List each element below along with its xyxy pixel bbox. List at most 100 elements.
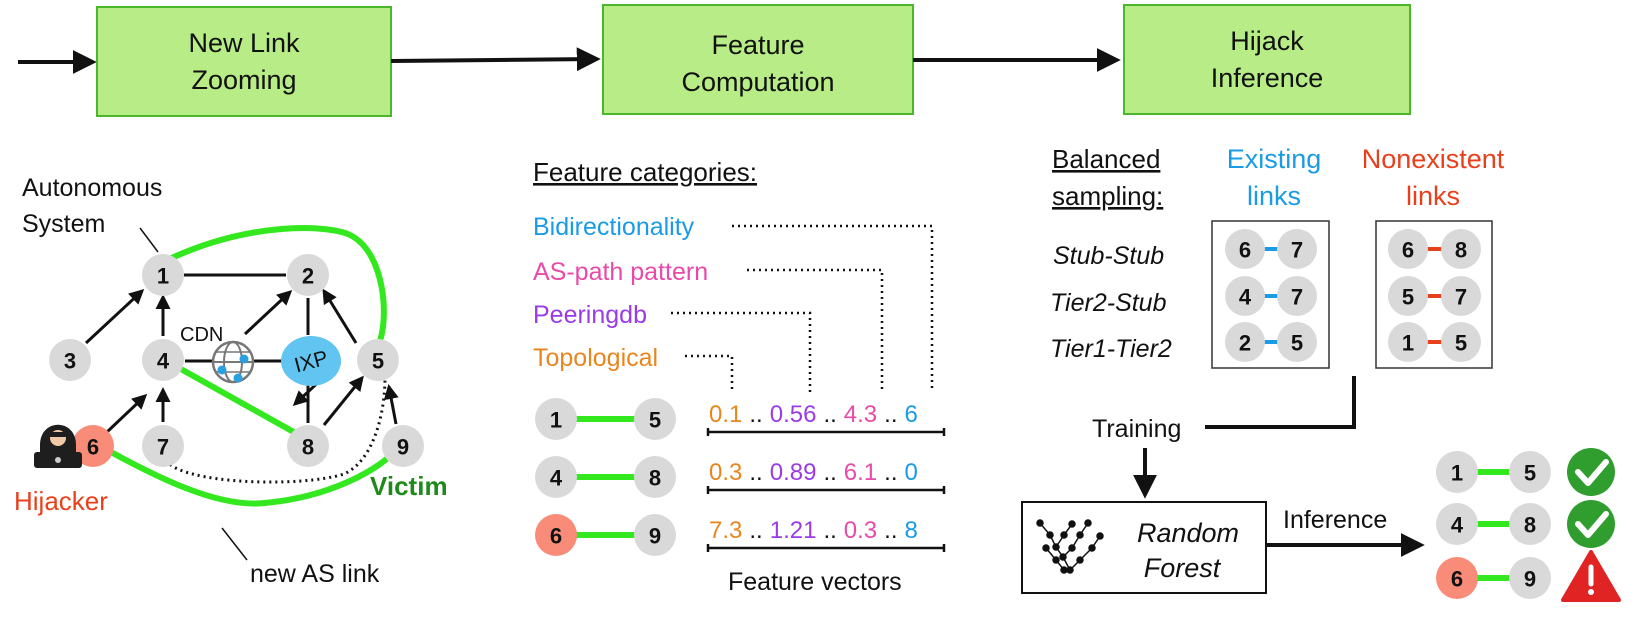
feature-separator: .. (749, 401, 762, 428)
nonexistent-pair-node-a (1388, 276, 1428, 316)
feature-value-v4: 6 (905, 401, 918, 428)
balanced-line1: Balanced (1052, 144, 1160, 174)
green-link-1-5 (161, 225, 387, 348)
check-icon (1567, 448, 1615, 496)
type-tier1-tier2: Tier1-Tier2 (1050, 335, 1172, 363)
nonexistent-links-box (1375, 220, 1493, 369)
as-node-9 (382, 425, 424, 467)
category-leader-lines (671, 224, 934, 392)
link-8-5 (322, 375, 364, 426)
feature-row-node-b-label: 5 (649, 408, 661, 433)
feature-value-v2: 0.89 (770, 459, 817, 486)
arrow-stage1-to-stage2 (390, 47, 601, 72)
category-bidirectionality: Bidirectionality (533, 213, 695, 241)
nonexistent-pair-node-a-label: 6 (1402, 238, 1414, 263)
as-node-2 (287, 254, 329, 296)
category-topological: Topological (533, 344, 658, 372)
green-link-6-9 (91, 439, 403, 507)
stage-new-link-zooming-box (96, 6, 392, 117)
new-link-label: new AS link (250, 560, 380, 588)
existing-pair-node-a (1225, 229, 1265, 269)
category-peeringdb: Peeringdb (533, 301, 647, 329)
link-6-4 (105, 393, 148, 434)
feature-separator: .. (884, 459, 897, 486)
existing-pair-node-a-label: 4 (1239, 285, 1252, 310)
type-tier2-stub: Tier2-Stub (1050, 289, 1167, 317)
nonexistent-pair-node-a-label: 1 (1402, 331, 1414, 356)
link-3-1 (84, 288, 145, 345)
feature-row-node-a (535, 514, 577, 556)
feature-vector-text: 0.3..0.89..6.1..0 (709, 459, 918, 486)
feature-value-v4: 8 (905, 517, 918, 544)
feature-row-node-a (535, 456, 577, 498)
feature-vector-text: 7.3..1.21..0.3..8 (709, 517, 918, 544)
category-as-path-pattern: AS-path pattern (533, 258, 708, 286)
result-node-b (1509, 503, 1551, 545)
model-line2: Forest (1144, 553, 1222, 583)
as-node-3 (49, 339, 91, 381)
nonexistent-pair-node-b-label: 5 (1455, 331, 1467, 356)
feature-row-node-b-label: 9 (649, 524, 661, 549)
feature-value-v2: 1.21 (770, 517, 817, 544)
green-link-4-8 (161, 356, 310, 443)
stage1-line1: New Link (188, 28, 300, 58)
nonexistent-pair-node-b (1441, 276, 1481, 316)
existing-line2: links (1247, 181, 1301, 211)
existing-links-box (1211, 220, 1330, 369)
feature-separator: .. (884, 401, 897, 428)
as-node-1-label: 1 (157, 264, 169, 289)
feature-value-v3: 0.3 (844, 517, 877, 544)
victim-label: Victim (370, 471, 448, 501)
hacker-icon (34, 424, 82, 468)
result-node-a (1436, 557, 1478, 599)
existing-pair-node-a-label: 6 (1239, 238, 1251, 263)
as-label-line2: System (22, 210, 105, 238)
feature-value-v1: 0.3 (709, 459, 742, 486)
feature-separator: .. (884, 517, 897, 544)
as-node-6-label: 6 (87, 435, 99, 460)
result-node-b-label: 8 (1524, 513, 1536, 538)
feature-separator: .. (823, 401, 836, 428)
nonexistent-pair-node-b-label: 7 (1455, 285, 1467, 310)
cdn-label: CDN (180, 324, 223, 346)
nonexistent-pair-node-b-label: 8 (1455, 238, 1467, 263)
stage3-line2: Inference (1211, 63, 1324, 93)
result-node-b-label: 5 (1524, 461, 1536, 486)
feature-vector-bracket (706, 544, 946, 552)
leader-peeringdb (671, 311, 812, 392)
as-node-1 (142, 254, 184, 296)
feature-row-node-a-label: 6 (550, 524, 562, 549)
stage3-line1: Hijack (1230, 26, 1304, 56)
warning-icon (1561, 550, 1621, 602)
ixp-node (281, 336, 341, 386)
feature-value-v4: 0 (905, 459, 918, 486)
stage-hijack-inference-box (1123, 4, 1411, 115)
check-icon (1567, 500, 1615, 548)
existing-line1: Existing (1227, 144, 1322, 174)
feature-value-v3: 6.1 (844, 459, 877, 486)
feature-value-v3: 4.3 (844, 401, 877, 428)
graph-nodes: 1 2 3 4 5 6 7 8 9 (49, 254, 424, 467)
training-line (1205, 376, 1356, 429)
link-9-5 (383, 384, 399, 425)
model-line1: Random (1137, 518, 1239, 548)
as-node-3-label: 3 (64, 349, 76, 374)
dotted-path-7-5 (164, 377, 387, 484)
result-node-a-label: 1 (1451, 461, 1463, 486)
stage-feature-computation-box (602, 4, 914, 115)
existing-pair-node-b-label: 7 (1291, 238, 1303, 263)
link-cdn-2 (243, 289, 293, 336)
feature-separator: .. (749, 459, 762, 486)
